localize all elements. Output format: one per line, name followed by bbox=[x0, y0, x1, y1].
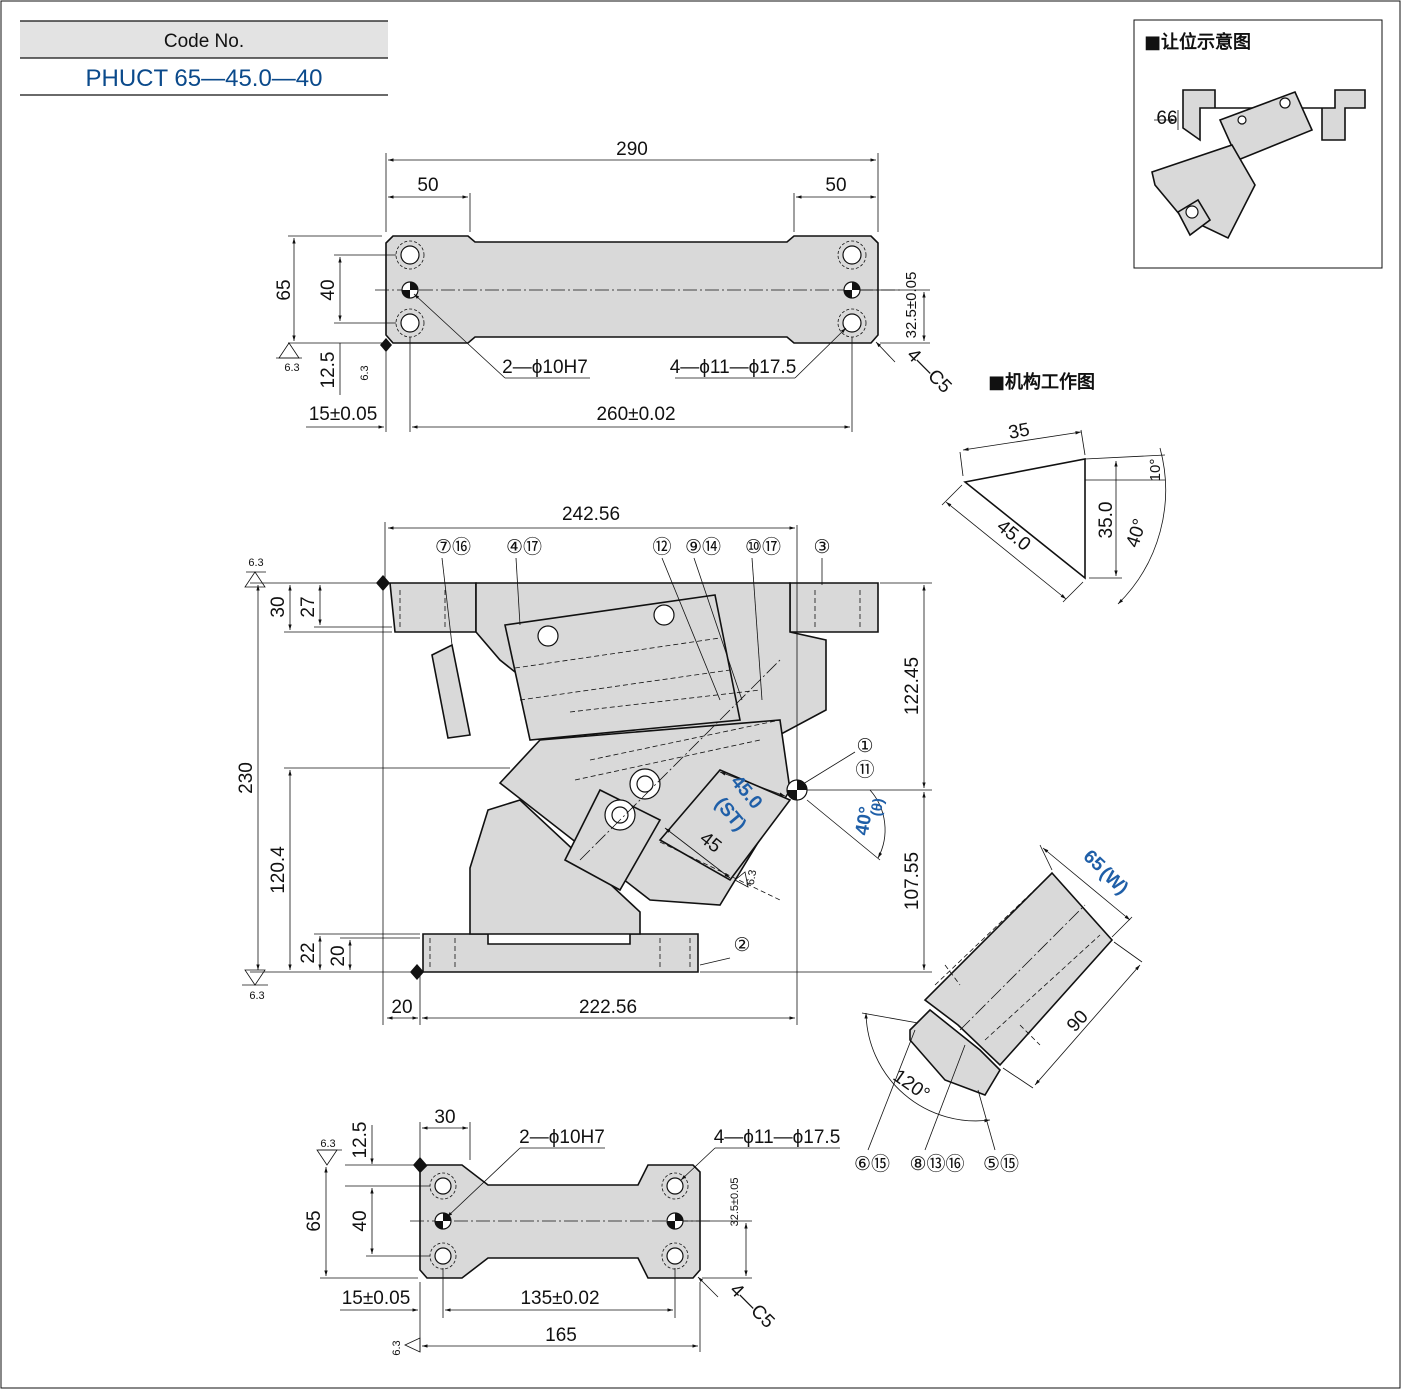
mech-dim-35-0: 35.0 bbox=[1096, 502, 1117, 539]
front-roughness-b: 6.3 bbox=[249, 990, 264, 1002]
balloon-5-15: ⑤⑮ bbox=[983, 1153, 1019, 1175]
balloon-12: ⑫ bbox=[652, 536, 671, 558]
clearance-inset: ■让位示意图 66 bbox=[1133, 19, 1383, 269]
front-dim-242-56: 242.56 bbox=[562, 504, 620, 525]
top-dim-32-5: 32.5±0.05 bbox=[903, 272, 920, 339]
bottom-dim-40: 40 bbox=[350, 1210, 371, 1231]
top-bolt-callout: 4—ϕ11—ϕ17.5 bbox=[670, 357, 797, 378]
top-pin-callout: 2—ϕ10H7 bbox=[502, 357, 588, 378]
balloon-8-13-16: ⑧⑬⑯ bbox=[909, 1153, 964, 1175]
top-dim-260: 260±0.02 bbox=[596, 404, 675, 425]
front-dim-107-55: 107.55 bbox=[902, 852, 923, 910]
balloon-10-17: ⑩⑰ bbox=[745, 536, 781, 558]
top-dim-50-right: 50 bbox=[825, 175, 846, 196]
bottom-dim-65: 65 bbox=[304, 1210, 325, 1231]
front-dim-20-v: 20 bbox=[328, 945, 349, 966]
bottom-roughness-b: 6.3 bbox=[391, 1340, 403, 1355]
clearance-title: ■让位示意图 bbox=[1144, 31, 1251, 53]
front-roughness-a: 6.3 bbox=[248, 557, 263, 569]
bottom-pin-callout: 2—ϕ10H7 bbox=[519, 1127, 605, 1148]
front-roughness-c: 6.3 bbox=[745, 869, 759, 886]
bottom-dim-30: 30 bbox=[434, 1107, 455, 1128]
bottom-bolt-callout: 4—ϕ11—ϕ17.5 bbox=[714, 1127, 841, 1148]
top-dim-15: 15±0.05 bbox=[309, 404, 378, 425]
front-dim-27: 27 bbox=[298, 596, 319, 617]
top-dim-50-left: 50 bbox=[417, 175, 438, 196]
top-roughness-a: 6.3 bbox=[284, 362, 299, 374]
bottom-dim-15: 15±0.05 bbox=[342, 1288, 411, 1309]
top-pin-holes bbox=[401, 281, 861, 299]
front-dim-230: 230 bbox=[236, 762, 257, 794]
code-label: Code No. bbox=[164, 31, 244, 52]
front-dim-30: 30 bbox=[268, 596, 289, 617]
front-view: 242.56 30 27 230 120.4 22 20 20 222.56 bbox=[236, 504, 932, 1025]
top-dim-290: 290 bbox=[616, 139, 648, 160]
bottom-dim-135: 135±0.02 bbox=[520, 1288, 599, 1309]
front-angle-value: 40° bbox=[852, 805, 878, 837]
balloon-4-17: ④⑰ bbox=[506, 536, 542, 558]
top-dim-12-5: 12.5 bbox=[318, 352, 339, 389]
front-dim-22: 22 bbox=[298, 942, 319, 963]
balloon-2: ② bbox=[733, 935, 750, 956]
front-balloons: ⑦⑯ ④⑰ ⑫ ⑨⑭ ⑩⑰ ③ ① ⑪ ② bbox=[435, 536, 875, 966]
bottom-pin-holes bbox=[434, 1212, 684, 1230]
bottom-dim-32-5: 32.5±0.05 bbox=[729, 1178, 741, 1227]
mech-dim-10: 10° bbox=[1147, 459, 1164, 482]
balloon-6-15: ⑥⑮ bbox=[854, 1153, 890, 1175]
mech-dim-35: 35 bbox=[1007, 419, 1031, 443]
front-dim-222-56: 222.56 bbox=[579, 997, 637, 1018]
balloon-1: ① bbox=[856, 736, 873, 757]
balloon-3: ③ bbox=[813, 537, 830, 558]
mechanism-title: ■机构工作图 bbox=[988, 371, 1095, 393]
bottom-dim-12-5: 12.5 bbox=[350, 1122, 371, 1159]
bottom-view: 30 12.5 65 40 32.5±0.05 15±0.05 135±0.02… bbox=[304, 1107, 840, 1356]
front-dim-120-4: 120.4 bbox=[268, 846, 289, 894]
balloon-11: ⑪ bbox=[855, 759, 874, 781]
clearance-66: 66 bbox=[1156, 108, 1177, 129]
balloon-9-14: ⑨⑭ bbox=[685, 536, 721, 558]
balloon-7-16: ⑦⑯ bbox=[435, 536, 471, 558]
top-dim-40: 40 bbox=[318, 279, 339, 300]
top-view: 290 50 50 65 40 12.5 32.5±0.05 15±0.05 2… bbox=[274, 139, 955, 432]
bottom-roughness-a: 6.3 bbox=[320, 1138, 335, 1150]
top-dim-65: 65 bbox=[274, 279, 295, 300]
front-dim-122-45: 122.45 bbox=[902, 657, 923, 715]
top-roughness-b: 6.3 bbox=[359, 365, 371, 380]
front-dim-20-h: 20 bbox=[391, 997, 412, 1018]
code-value: PHUCT 65—45.0—40 bbox=[86, 65, 323, 92]
front-angle-symbol: (θ) bbox=[868, 797, 888, 818]
bottom-bolt-holes bbox=[429, 1172, 689, 1270]
code-box: Code No. PHUCT 65—45.0—40 bbox=[20, 20, 388, 96]
bottom-dim-165: 165 bbox=[545, 1325, 577, 1346]
